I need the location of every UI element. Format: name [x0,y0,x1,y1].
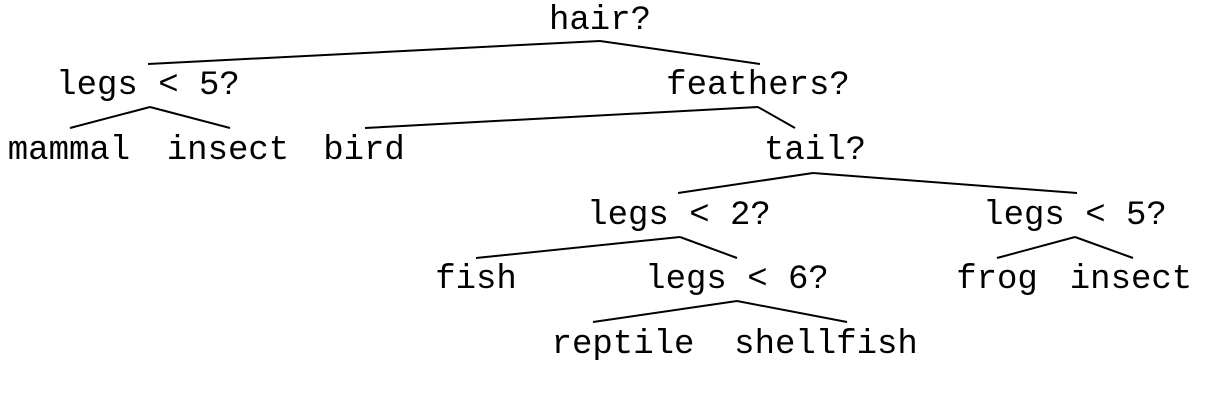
edge-hair-feathers [599,40,761,65]
node-feathers: feathers? [666,67,850,105]
leaf-fish: fish [435,261,517,299]
tree-edges [69,40,1134,323]
tree-nodes: hair? legs < 5? feathers? mammal insect … [8,2,1192,364]
edge-hair-legs-lt-5 [147,40,601,65]
edge-legs-lt-2-legs-lt-6 [679,236,738,259]
leaf-frog: frog [956,261,1038,299]
leaf-bird: bird [323,132,405,170]
edge-legs-lt-5-insect-b [1074,236,1134,259]
leaf-reptile: reptile [552,326,695,364]
edge-legs-lt-2-fish [475,236,681,259]
edge-legs-lt-5-mammal [69,106,151,129]
leaf-mammal: mammal [8,132,130,170]
edge-legs-lt-6-reptile [592,300,738,323]
node-legs-lt-5-b: legs < 5? [983,197,1167,235]
leaf-insect: insect [167,132,289,170]
node-legs-lt-5: legs < 5? [56,67,240,105]
node-legs-lt-6: legs < 6? [645,261,829,299]
edge-legs-lt-5-insect [149,106,231,129]
node-hair: hair? [549,2,651,40]
edge-tail-legs-lt-2 [677,172,814,194]
edge-feathers-bird [364,106,759,129]
edge-feathers-tail [757,106,796,129]
node-tail: tail? [764,132,866,170]
leaf-insect-b: insect [1070,261,1192,299]
edge-legs-lt-5-frog [996,236,1076,259]
leaf-shellfish: shellfish [734,326,918,364]
edge-legs-lt-6-shellfish [736,300,848,323]
node-legs-lt-2: legs < 2? [587,197,771,235]
edge-tail-legs-lt-5 [812,172,1078,194]
